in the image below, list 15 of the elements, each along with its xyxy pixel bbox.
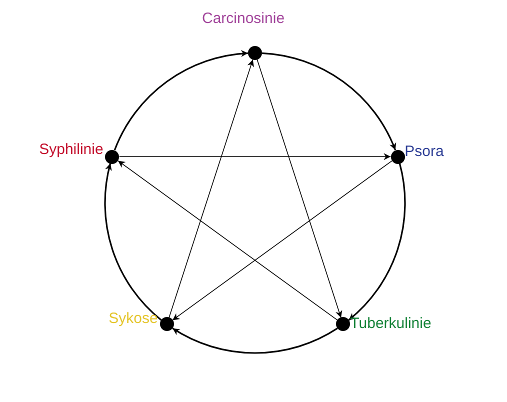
arrow	[256, 59, 342, 318]
arrow	[118, 160, 338, 321]
curved-arrow	[114, 50, 248, 150]
curved-arrow	[262, 52, 396, 150]
arrow	[172, 160, 392, 321]
curved-arrow	[172, 328, 338, 354]
node-label: Tuberkulinie	[350, 315, 432, 332]
curved-arrow	[348, 163, 406, 321]
node-label: Syphilinie	[39, 140, 104, 158]
node-label: Carcinosinie	[202, 10, 285, 27]
curved-arrow	[104, 163, 162, 321]
arrow	[118, 153, 392, 160]
node-label: Psora	[404, 142, 444, 160]
node-label: Sykose	[108, 310, 158, 328]
arrow	[168, 59, 254, 318]
